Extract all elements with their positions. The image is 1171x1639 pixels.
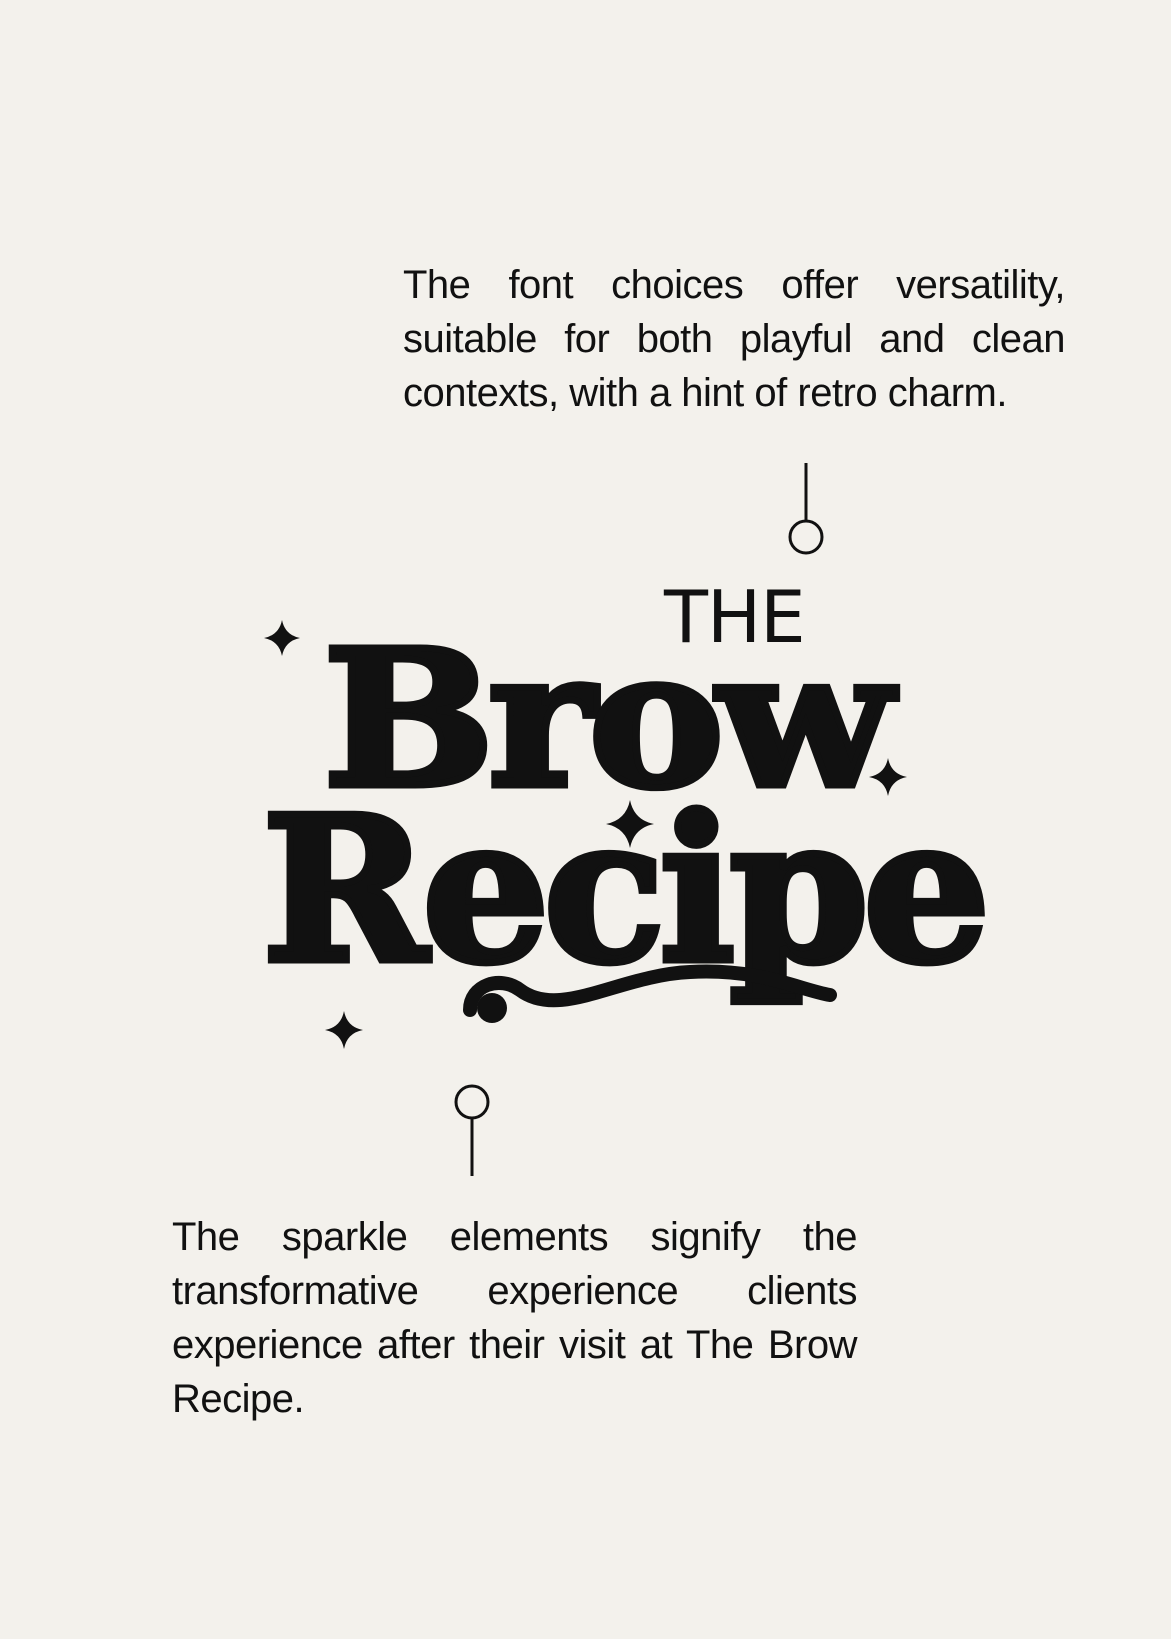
caption-sparkle-elements: The sparkle elements signify the transfo… [172, 1215, 858, 1421]
pin-icon-top [788, 463, 824, 555]
caption-font-choices: The font choices offer versatility, suit… [403, 263, 1066, 415]
sparkle-icon [264, 620, 300, 656]
sparkle-icon [869, 758, 907, 796]
swash-dot [477, 993, 507, 1023]
swash-ornament [463, 964, 837, 1017]
sparkle-icon [606, 800, 654, 848]
pin-icon-bottom [454, 1084, 490, 1176]
sparkle-icon [325, 1011, 363, 1049]
logo-word-the: THE [664, 575, 806, 659]
logo-word-brow: Brow [319, 609, 896, 830]
